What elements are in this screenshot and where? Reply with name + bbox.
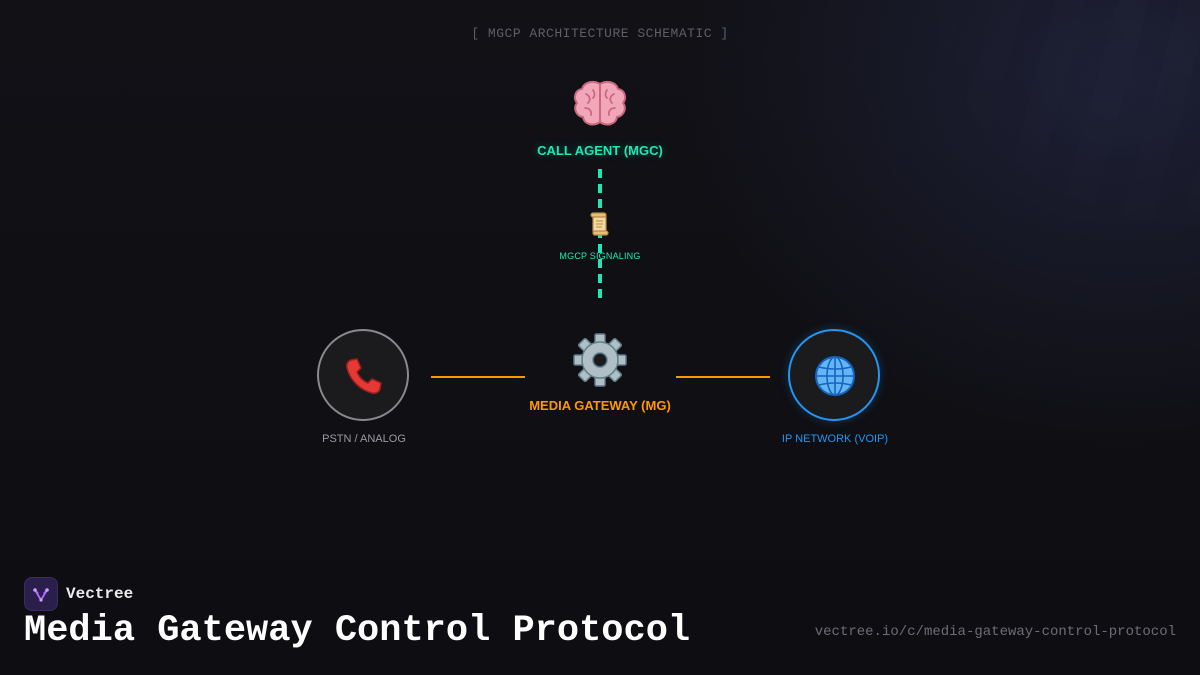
schematic-caption: [ MGCP ARCHITECTURE SCHEMATIC ] xyxy=(471,26,729,41)
ip-network-label: IP NETWORK (VOIP) xyxy=(781,433,889,445)
vectree-logo-icon xyxy=(24,577,58,611)
telephone-icon xyxy=(346,358,382,394)
media-gateway-label: MEDIA GATEWAY (MG) xyxy=(529,398,671,413)
pstn-to-gateway-link xyxy=(431,376,525,378)
brain-icon xyxy=(560,78,640,134)
brand-name: Vectree xyxy=(66,585,134,603)
pstn-node xyxy=(317,329,409,421)
brand: Vectree xyxy=(24,577,133,611)
call-agent-label: CALL AGENT (MGC) xyxy=(537,143,663,158)
signaling-label: MGCP SIGNALING xyxy=(559,251,641,261)
gateway-to-ip-link xyxy=(676,376,770,378)
page-title: Media Gateway Control Protocol xyxy=(24,610,691,652)
ip-network-node xyxy=(788,329,880,421)
scroll-icon xyxy=(587,211,613,237)
pstn-label: PSTN / ANALOG xyxy=(322,433,406,445)
source-url: vectree.io/c/media-gateway-control-proto… xyxy=(814,624,1176,640)
gear-icon xyxy=(568,332,632,390)
globe-icon xyxy=(815,356,855,396)
